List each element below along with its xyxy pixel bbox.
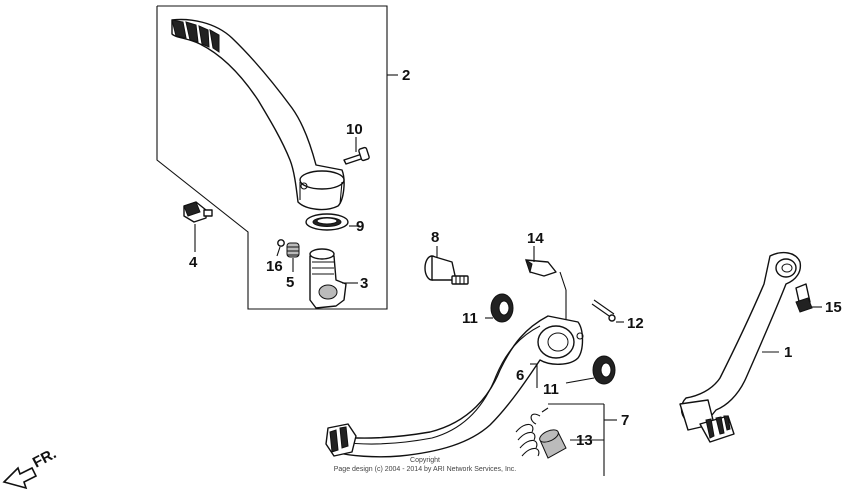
- callout-12: 12: [627, 315, 644, 332]
- callout-3: 3: [360, 275, 368, 292]
- ball-16: [276, 239, 285, 257]
- callout-5: 5: [286, 274, 294, 291]
- copyright-line-1: Copyright: [410, 457, 440, 464]
- callout-13: 13: [576, 432, 593, 449]
- bearing-11-upper: [485, 293, 514, 323]
- callout-9: 9: [356, 218, 364, 235]
- bolt-4: [183, 201, 213, 252]
- spring-5: [286, 242, 300, 272]
- callout-7: 7: [621, 412, 629, 429]
- kickstarter-arm: [171, 18, 345, 211]
- spindle-3: [309, 248, 358, 309]
- seal-ring-9: [305, 213, 360, 231]
- cotter-pin-12: [591, 299, 624, 323]
- callout-1: 1: [784, 344, 792, 361]
- bolt-15: [795, 283, 822, 313]
- callout-2: 2: [402, 67, 410, 84]
- callout-14: 14: [527, 230, 544, 247]
- callout-6: 6: [516, 367, 524, 384]
- gearshift-pedal-1: [679, 251, 802, 443]
- callout-15: 15: [825, 299, 842, 316]
- callout-11-upper: 11: [462, 310, 478, 327]
- callout-4: 4: [189, 254, 198, 271]
- front-direction-arrow-icon: [2, 466, 38, 490]
- callout-11-lower: 11: [543, 381, 559, 398]
- callout-16: 16: [266, 258, 283, 275]
- callout-8: 8: [431, 229, 439, 246]
- collar-13: [539, 429, 567, 459]
- front-direction-label: FR.: [30, 445, 59, 471]
- bearing-11-lower: [565, 355, 616, 385]
- bolt-10: [343, 137, 370, 165]
- clip-14: [525, 246, 567, 326]
- callout-10: 10: [346, 121, 363, 138]
- copyright-line-2: Page design (c) 2004 - 2014 by ARI Netwo…: [334, 466, 517, 473]
- brake-pedal-6: [325, 315, 584, 458]
- kickstarter-group-bracket: [156, 5, 398, 310]
- pivot-bolt-8: [424, 246, 469, 285]
- return-spring-7: [515, 403, 617, 476]
